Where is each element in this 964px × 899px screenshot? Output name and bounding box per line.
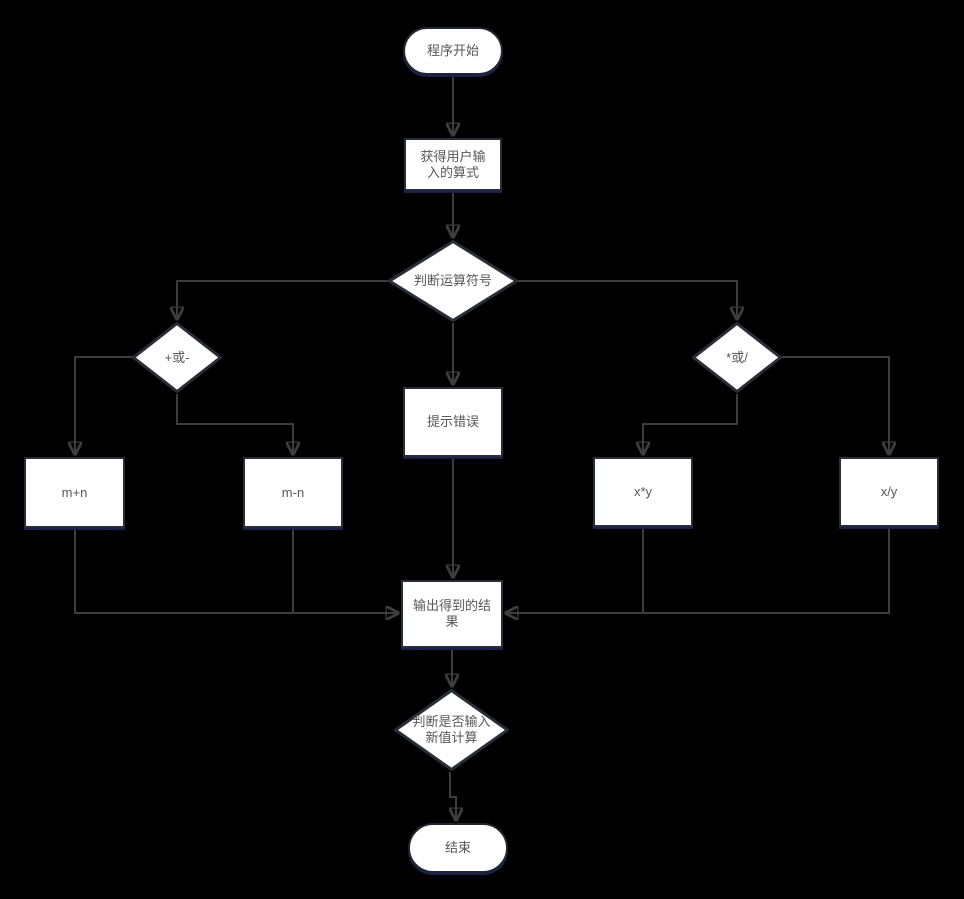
diamond-shape: [132, 322, 222, 393]
check-operator-decision-node[interactable]: 判断运算符号: [388, 240, 518, 322]
plus-minus-decision-node[interactable]: +或-: [132, 322, 222, 393]
div-label: x/y: [880, 484, 898, 499]
check-operator-label: 判断运算符号: [413, 273, 492, 288]
edge-muldiv-to-div: [782, 356, 889, 454]
add-process-node[interactable]: m+n: [24, 457, 125, 528]
mul-div-decision-node[interactable]: *或/: [692, 322, 782, 393]
plus-minus-label: +或-: [164, 349, 190, 365]
edge-plusminus-to-sub: [176, 394, 293, 454]
mul-label: x*y: [633, 484, 653, 499]
edge-checkop-to-muldiv: [518, 280, 737, 319]
sub-process-node[interactable]: m-n: [243, 457, 343, 528]
edge-checkrepeat-to-end: [449, 772, 456, 820]
edge-checkop-to-plusminus: [177, 280, 388, 319]
edge-muldiv-to-mul: [643, 394, 738, 454]
get-input-process-node[interactable]: 获得用户输入的算式: [404, 138, 502, 191]
edge-plusminus-to-add: [75, 356, 133, 454]
output-result-process-node[interactable]: 输出得到的结果: [401, 580, 503, 648]
edge-add-to-output: [74, 528, 398, 613]
check-repeat-decision-node[interactable]: 判断是否输入新值计算: [394, 689, 509, 771]
start-terminator-node[interactable]: 程序开始: [403, 27, 503, 75]
output-result-label: 输出得到的结果: [412, 598, 491, 629]
diamond-shape: [692, 322, 782, 393]
start-label: 程序开始: [426, 43, 479, 58]
add-label: m+n: [61, 484, 88, 500]
diamond-shape: [388, 240, 518, 322]
show-error-label: 提示错误: [426, 414, 479, 429]
diamond-shape: [394, 689, 509, 771]
mul-process-node[interactable]: x*y: [593, 457, 693, 527]
end-terminator-node[interactable]: 结束: [408, 823, 508, 873]
div-process-node[interactable]: x/y: [839, 457, 939, 527]
end-label: 结束: [444, 840, 471, 855]
mul-div-label: *或/: [726, 349, 748, 365]
get-input-label: 获得用户输入的算式: [420, 148, 486, 180]
edge-div-to-output: [506, 528, 890, 613]
sub-label: m-n: [281, 484, 305, 500]
show-error-process-node[interactable]: 提示错误: [403, 387, 503, 457]
check-repeat-label: 判断是否输入新值计算: [412, 714, 491, 745]
